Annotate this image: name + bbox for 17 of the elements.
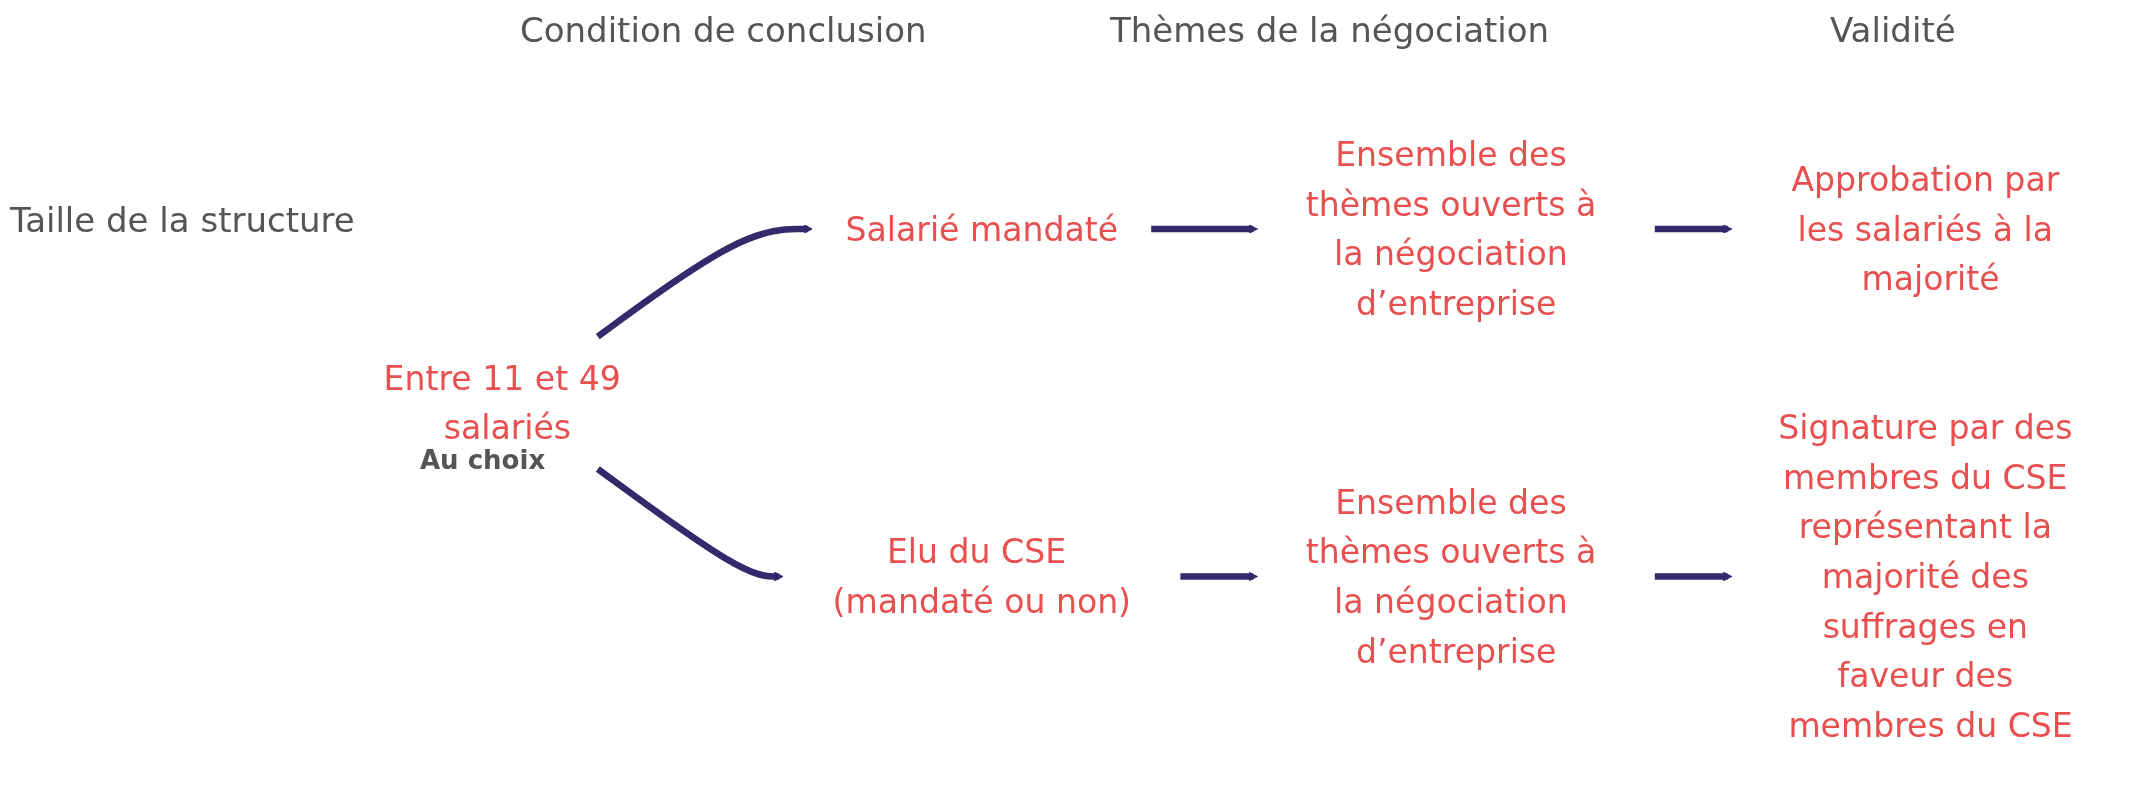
column-heading: Thèmes de la négociation — [1110, 10, 1550, 50]
arrow — [595, 466, 784, 582]
arrow — [595, 224, 813, 340]
node-text: Salarié mandaté — [845, 209, 1119, 249]
node-text: Ensemble des thèmes ouverts à la négociation d’entreprise — [1305, 135, 1597, 323]
node-text: Elu du CSE (mandaté ou non) — [832, 532, 1132, 621]
node-text: Ensemble des thèmes ouverts à la négociation d’entreprise — [1305, 482, 1597, 671]
arrow — [1654, 571, 1733, 582]
node-text: Approbation par les salariés à la majorité — [1791, 160, 2060, 298]
row-heading: Taille de la structure — [10, 200, 355, 240]
arrow — [1654, 224, 1733, 234]
column-heading: Validité — [1830, 10, 1956, 50]
note: Au choix — [420, 445, 546, 475]
node-text: Entre 11 et 49 salariés — [383, 358, 621, 447]
node-text: Signature par des membres du CSE représentant la majorité des suffrages en faveur des membres du CSE — [1778, 408, 2073, 745]
arrow — [1180, 571, 1259, 582]
column-heading: Condition de conclusion — [520, 10, 927, 50]
